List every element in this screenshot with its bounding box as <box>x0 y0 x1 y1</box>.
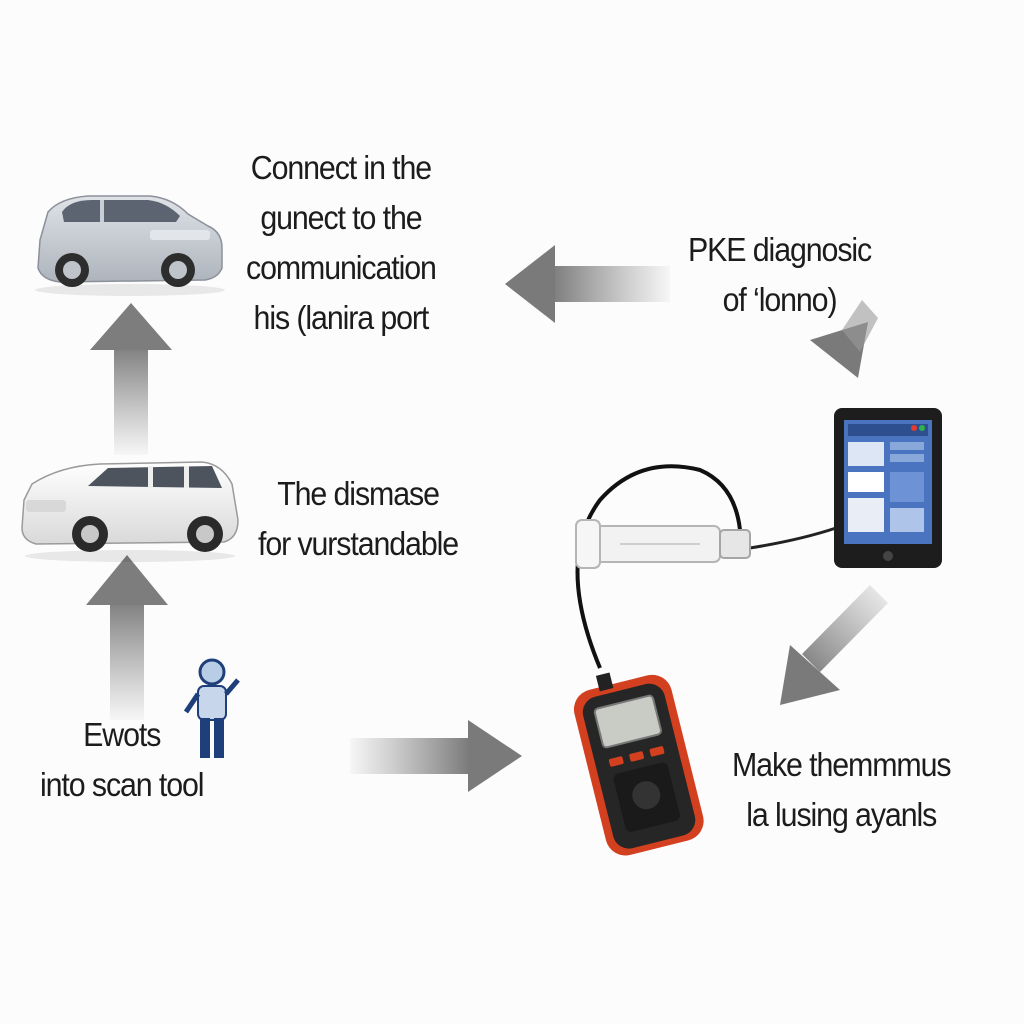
arrow-diag-bottom-right <box>780 585 888 705</box>
step-make-line: la lusing ayanls <box>746 796 937 833</box>
step-dismase-line: for vurstandable <box>258 525 459 562</box>
step-connect-line: communication <box>246 249 437 286</box>
suv-icon <box>21 461 239 562</box>
step-make-text: Make themmmus la lusing ayanls <box>732 740 952 840</box>
step-connect-line: gunect to the <box>260 199 422 236</box>
step-connect-text: Connect in the gunect to the communicati… <box>246 143 437 343</box>
step-connect-line: Connect in the <box>250 149 432 186</box>
step-dismase-line: The dismase <box>277 475 440 512</box>
step-pke-line: PKE diagnosic <box>688 231 872 268</box>
step-make-line: Make themmmus <box>732 746 952 783</box>
arrow-up-top <box>90 303 172 455</box>
tablet-icon <box>834 408 942 568</box>
arrow-left-top <box>505 245 670 323</box>
step-connect-line: his (lanira port <box>253 299 430 336</box>
sedan-icon <box>35 195 225 296</box>
arrow-up-bottom <box>86 555 168 720</box>
step-dismase-text: The dismase for vurstandable <box>258 469 459 569</box>
step-execs-line: into scan tool <box>40 766 205 803</box>
step-execs-text: Ewots into scan tool <box>40 710 205 810</box>
step-pke-text: PKE diagnosic of ‘lonno) <box>688 225 872 325</box>
handheld-scanner-icon <box>573 672 704 856</box>
technician-icon <box>183 658 240 758</box>
step-pke-line: of ‘lonno) <box>722 281 838 318</box>
arrow-right-bottom <box>350 720 522 792</box>
obd-cable-icon <box>575 464 837 669</box>
arrow-diag-top-right <box>810 300 878 378</box>
step-execs-line: Ewots <box>83 716 161 753</box>
